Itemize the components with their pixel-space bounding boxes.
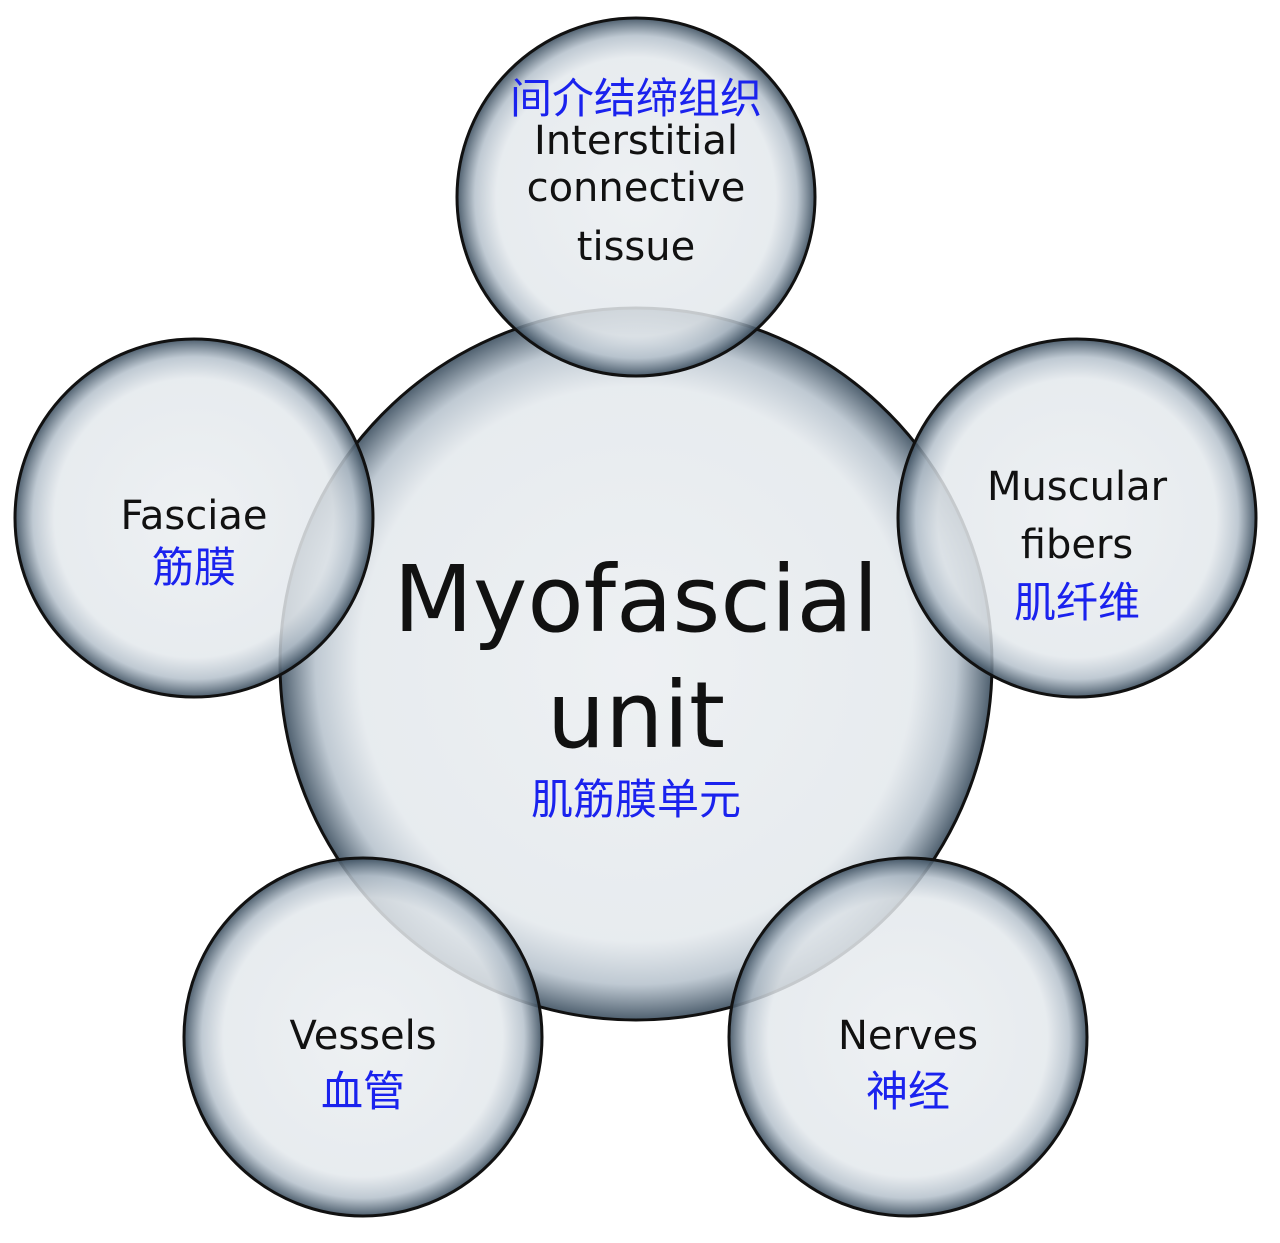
bottom-left-label: Vessels 血管 — [289, 1008, 436, 1120]
right-en-line1: Muscular — [986, 464, 1168, 510]
top-en-line1: Interstitial — [534, 118, 738, 164]
bottom-left-en: Vessels — [289, 1013, 437, 1059]
center-label: Myofascial unit 肌筋膜单元 — [394, 540, 879, 828]
left-zh: 筋膜 — [151, 543, 237, 592]
top-label: 间介结缔组织 Interstitial connective tissue — [510, 74, 762, 276]
center-zh: 肌筋膜单元 — [530, 775, 742, 824]
right-label: Muscular fibers 肌纤维 — [987, 458, 1167, 632]
bubble-top — [455, 16, 817, 378]
left-en: Fasciae — [120, 493, 268, 539]
bubble-bottom-right — [727, 856, 1089, 1218]
center-en-line1: Myofascial — [393, 546, 879, 653]
left-label: Fasciae 筋膜 — [121, 490, 268, 594]
right-en-line2: fibers — [1020, 522, 1134, 568]
bubble-right — [896, 337, 1258, 699]
bottom-right-zh: 神经 — [865, 1067, 951, 1116]
bubble-bottom-left — [182, 856, 544, 1218]
center-en-line2: unit — [546, 662, 726, 769]
right-zh: 肌纤维 — [1013, 578, 1140, 627]
top-en-line2: connective — [526, 165, 746, 211]
bottom-left-zh: 血管 — [320, 1067, 406, 1116]
top-zh: 间介结缔组织 — [509, 74, 763, 123]
bottom-right-en: Nerves — [837, 1013, 979, 1059]
top-en-line3: tissue — [576, 224, 696, 270]
bubble-left — [13, 337, 375, 699]
bottom-right-label: Nerves 神经 — [838, 1008, 978, 1120]
